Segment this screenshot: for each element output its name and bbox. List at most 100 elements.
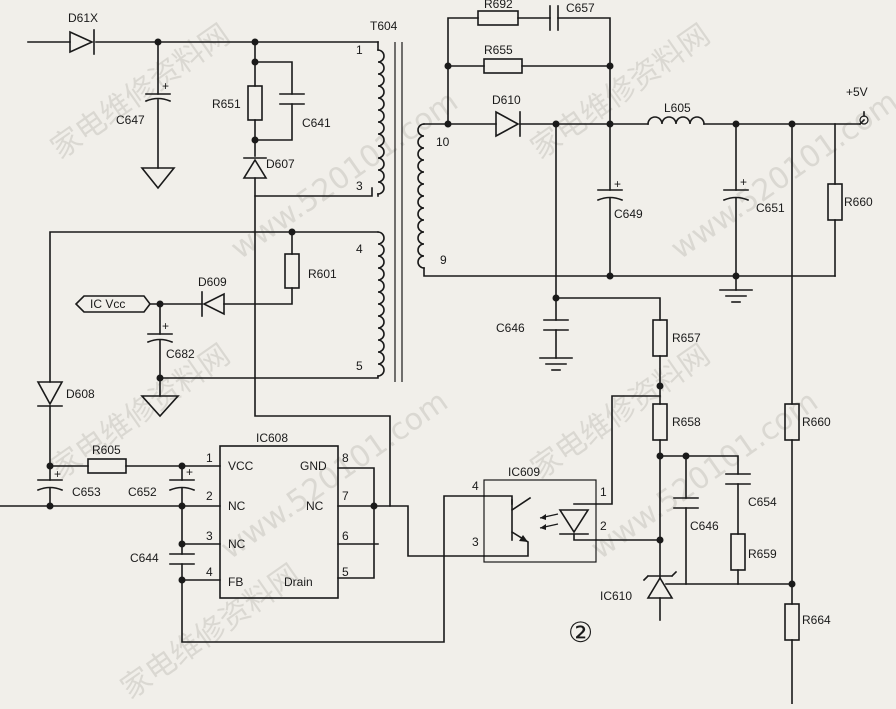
diode-d609 bbox=[202, 292, 225, 316]
pin-t10: 10 bbox=[436, 135, 450, 149]
diode-d61x bbox=[69, 30, 94, 54]
polarity-c651: + bbox=[740, 175, 747, 189]
ic608-pin8-label: GND bbox=[300, 459, 327, 473]
label-d609: D609 bbox=[198, 275, 227, 289]
ic608-pin5: 5 bbox=[342, 565, 349, 579]
ic609-pin4: 4 bbox=[472, 479, 479, 493]
ic609-pin1: 1 bbox=[600, 485, 607, 499]
label-r601: R601 bbox=[308, 267, 337, 281]
polarity-c647: + bbox=[162, 79, 169, 93]
label-t604: T604 bbox=[370, 19, 398, 33]
label-ic610: IC610 bbox=[600, 589, 632, 603]
input-stage: D61X + C647 bbox=[27, 11, 379, 190]
ic608-pin4-label: FB bbox=[228, 575, 243, 589]
polarity-c682: + bbox=[162, 319, 169, 333]
label-plus5v: +5V bbox=[846, 85, 868, 99]
label-c651: C651 bbox=[756, 201, 785, 215]
label-c653: C653 bbox=[72, 485, 101, 499]
label-ic608: IC608 bbox=[256, 431, 288, 445]
polarity-c649: + bbox=[614, 177, 621, 191]
ic-vcc-flag bbox=[74, 295, 161, 313]
label-r658: R658 bbox=[672, 415, 701, 429]
diode-d610 bbox=[495, 110, 520, 138]
ic608-pin3: 3 bbox=[206, 529, 213, 543]
watermark-url-1: www.520101.com bbox=[225, 84, 465, 267]
ic610-regulator bbox=[646, 576, 674, 599]
transformer-t604: T604 1 3 4 5 10 9 bbox=[356, 19, 836, 382]
ic609-pin2: 2 bbox=[600, 519, 607, 533]
label-c646-left: C646 bbox=[496, 321, 525, 335]
resistor-r659 bbox=[730, 533, 746, 571]
label-r657: R657 bbox=[672, 331, 701, 345]
label-d608: D608 bbox=[66, 387, 95, 401]
aux-supply: R601 D609 IC Vcc + C682 bbox=[49, 228, 379, 418]
diode-d608 bbox=[36, 381, 64, 406]
ic608-pin2-label: NC bbox=[228, 499, 246, 513]
watermark-url-2: www.520101.com bbox=[665, 84, 896, 267]
label-c641: C641 bbox=[302, 116, 331, 130]
watermark-url-3: www.520101.com bbox=[215, 384, 455, 567]
ic608-chip: IC608 1 2 3 4 VCC NC NC FB 8 7 6 5 GND N… bbox=[206, 431, 485, 599]
label-c657: C657 bbox=[566, 1, 595, 15]
label-r660-bottom: R660 bbox=[802, 415, 831, 429]
ic608-body bbox=[219, 445, 339, 599]
ic608-pin1-label: VCC bbox=[228, 459, 254, 473]
c646-ground: C646 bbox=[496, 294, 661, 371]
label-c644: C644 bbox=[130, 551, 159, 565]
output-filter: L605 +5V + C651 R660 R660 R664 bbox=[647, 85, 873, 705]
ic608-pin3-label: NC bbox=[228, 537, 246, 551]
watermark-cn-4: 家电维修资料网 bbox=[525, 337, 717, 486]
ic608-pin2: 2 bbox=[206, 489, 213, 503]
pin-t4: 4 bbox=[356, 242, 363, 256]
ic-supply-network: D608 R605 + C653 + C652 C644 bbox=[0, 381, 485, 643]
led-emitter bbox=[558, 509, 590, 534]
label-d610: D610 bbox=[492, 93, 521, 107]
secondary-rectifier: R692 C657 R655 D610 + C649 bbox=[444, 0, 649, 299]
label-d607: D607 bbox=[266, 157, 295, 171]
ic608-pin8: 8 bbox=[342, 451, 349, 465]
label-r659: R659 bbox=[748, 547, 777, 561]
ic609-optocoupler: IC609 4 3 1 2 bbox=[472, 395, 661, 563]
label-c646-right: C646 bbox=[690, 519, 719, 533]
figure-marker-circle-2: ② bbox=[568, 616, 593, 649]
resistor-r658 bbox=[652, 403, 668, 441]
label-c654: C654 bbox=[748, 495, 777, 509]
resistor-r655 bbox=[483, 58, 523, 74]
label-r655: R655 bbox=[484, 43, 513, 57]
label-r605: R605 bbox=[92, 443, 121, 457]
watermark-cn-2: 家电维修资料网 bbox=[525, 17, 717, 166]
resistor-r692 bbox=[477, 10, 519, 26]
pin-t5: 5 bbox=[356, 359, 363, 373]
winding-secondary bbox=[417, 123, 425, 269]
ground-symbol-2 bbox=[140, 395, 180, 418]
label-ic609: IC609 bbox=[508, 465, 540, 479]
diode-d607 bbox=[242, 158, 268, 179]
ic609-pin3: 3 bbox=[472, 535, 479, 549]
resistor-r657 bbox=[652, 319, 668, 357]
label-r692: R692 bbox=[484, 0, 513, 11]
feedback-network: R657 R658 C646 C654 R659 IC610 bbox=[600, 319, 793, 621]
ic608-pin1: 1 bbox=[206, 451, 213, 465]
winding-aux bbox=[377, 231, 385, 377]
label-l605: L605 bbox=[664, 101, 691, 115]
label-c647: C647 bbox=[116, 113, 145, 127]
label-c652: C652 bbox=[128, 485, 157, 499]
resistor-r601 bbox=[284, 253, 300, 289]
ground-symbol-1 bbox=[140, 167, 176, 190]
ic608-pin5-label: Drain bbox=[284, 575, 313, 589]
label-d61x: D61X bbox=[68, 11, 98, 25]
pin-t1: 1 bbox=[356, 43, 363, 57]
ic608-pin6: 6 bbox=[342, 529, 349, 543]
ic608-pin7-label: NC bbox=[306, 499, 324, 513]
pin-t9: 9 bbox=[440, 253, 447, 267]
label-r651: R651 bbox=[212, 97, 241, 111]
label-c682: C682 bbox=[166, 347, 195, 361]
resistor-r660-top bbox=[827, 183, 843, 221]
label-c649: C649 bbox=[614, 207, 643, 221]
ic608-pin4: 4 bbox=[206, 565, 213, 579]
label-ic-vcc: IC Vcc bbox=[90, 297, 125, 311]
ic609-body bbox=[483, 479, 597, 563]
polarity-c652: + bbox=[186, 465, 193, 479]
label-r660-top: R660 bbox=[844, 195, 873, 209]
